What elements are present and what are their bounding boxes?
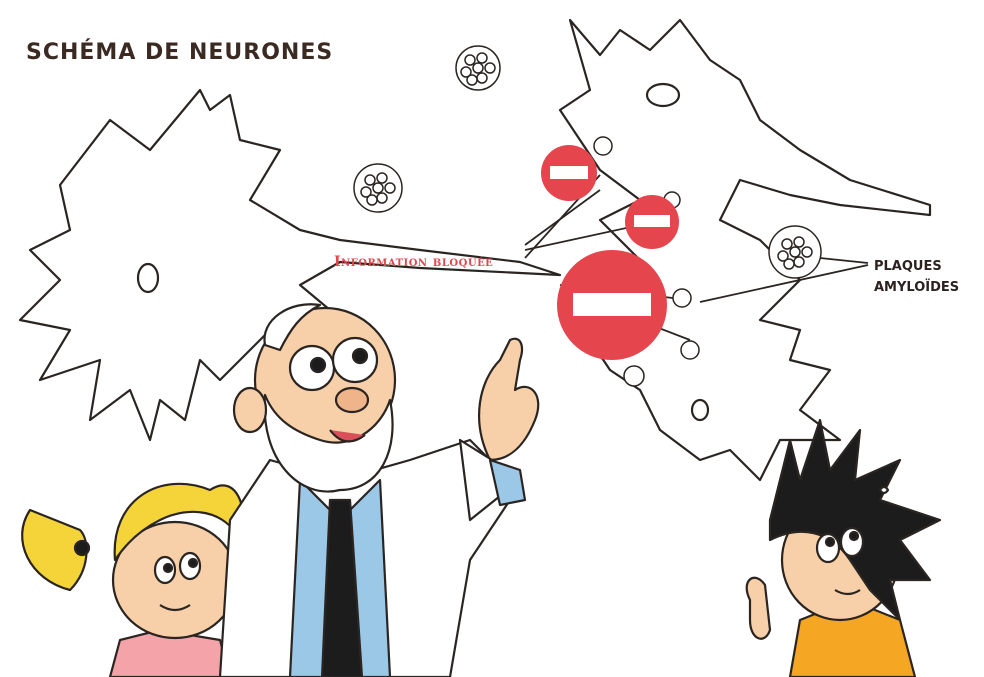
stop-sign-small-2 <box>625 195 679 249</box>
plaques-label-line2: AMYLOÏDES <box>874 277 959 298</box>
amyloid-plaques-label: PLAQUES AMYLOÏDES <box>874 256 959 298</box>
right-neuron-nucleus-2 <box>692 400 708 420</box>
blocked-information-label: Information bloquée <box>334 254 493 270</box>
plaques-label-line1: PLAQUES <box>874 256 959 277</box>
diagram-title: SCHÉMA DE NEURONES <box>26 40 333 65</box>
plaque-small-5 <box>624 366 644 386</box>
plaques-pointer <box>820 258 868 263</box>
stop-sign-large <box>557 250 667 360</box>
plaque-small-3 <box>673 289 691 307</box>
right-neuron <box>560 20 930 480</box>
boy-character <box>747 420 940 677</box>
plaque-small-4 <box>681 341 699 359</box>
right-neuron-nucleus <box>647 84 679 106</box>
plaque-small-1 <box>594 137 612 155</box>
plaque-1 <box>456 46 500 90</box>
professor-character <box>220 304 538 677</box>
stop-sign-small-1 <box>541 145 597 201</box>
girl-character <box>22 484 244 677</box>
plaque-3 <box>769 226 821 278</box>
plaque-2 <box>354 164 402 212</box>
left-neuron-nucleus <box>138 264 158 292</box>
